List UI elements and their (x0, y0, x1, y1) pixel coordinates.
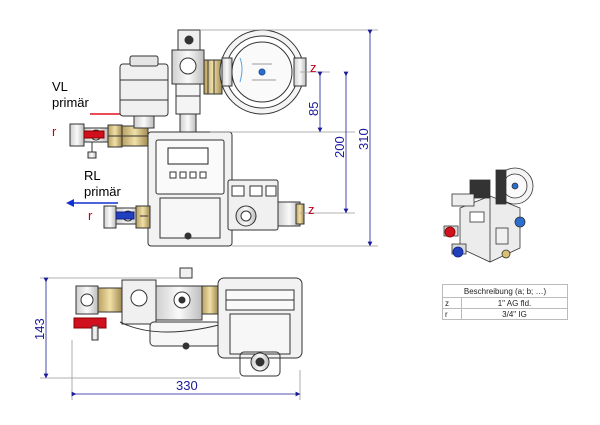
port-r-lower: r (88, 208, 93, 223)
top-dimensions (40, 277, 301, 400)
top-view-red-handle (73, 317, 107, 329)
main-insulation-body (147, 131, 233, 247)
vl-label: VL (52, 79, 68, 94)
vl-sub-label: primär (52, 95, 90, 110)
legend-description: 3/4" IG (461, 308, 568, 320)
connection-legend-table: Beschreibung (a; b; …) z 1" AG fld. r 3/… (442, 284, 568, 320)
dim-330-text: 330 (176, 378, 198, 393)
legend-header: Beschreibung (a; b; …) (442, 284, 568, 298)
front-dimensions (200, 29, 378, 247)
rl-sub-label: primär (84, 184, 122, 199)
dim-143-text: 143 (32, 318, 47, 340)
return-arrow-head (66, 199, 74, 207)
port-z-lower: z (308, 202, 315, 217)
top-view (73, 267, 303, 377)
pump-logo-icon (258, 68, 266, 76)
right-outlet-block (227, 179, 305, 231)
legend-code: z (442, 297, 462, 309)
dim-85-text: 85 (306, 102, 321, 116)
rl-label: RL (84, 168, 101, 183)
supply-ball-valve (69, 123, 149, 159)
port-r-upper: r (52, 124, 57, 139)
legend-row: z 1" AG fld. (442, 297, 568, 309)
iso-view (443, 167, 534, 263)
circulation-pump (219, 29, 307, 115)
legend-code: r (442, 308, 462, 320)
top-fitting-stack (171, 29, 223, 133)
front-view (66, 29, 307, 247)
return-ball-valve (103, 205, 151, 229)
mixing-valve-actuator (119, 55, 169, 129)
dim-200-text: 200 (332, 136, 347, 158)
controller-display (167, 147, 209, 165)
legend-row: r 3/4" IG (442, 308, 568, 320)
port-z-upper: z (310, 60, 317, 75)
dim-310-text: 310 (356, 128, 371, 150)
legend-description: 1" AG fld. (461, 297, 568, 309)
